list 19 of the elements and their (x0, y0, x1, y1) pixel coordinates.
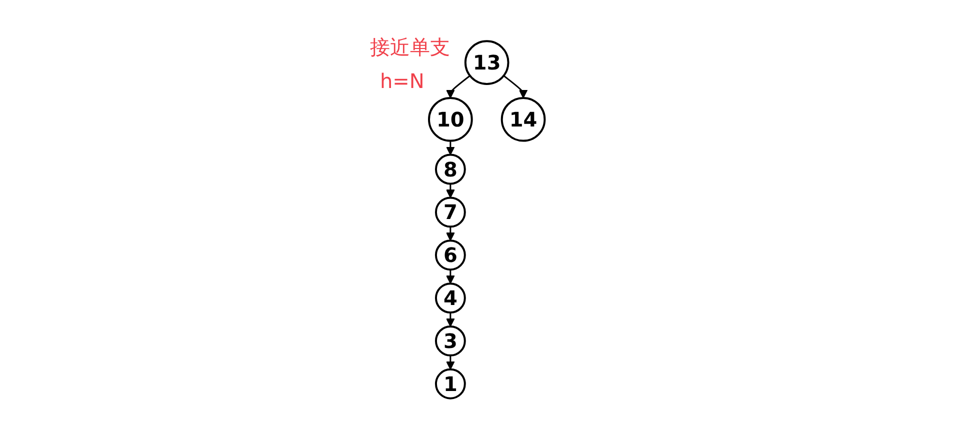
arrow (446, 184, 455, 198)
node-circle: 8 (435, 154, 466, 185)
arrow (446, 270, 455, 284)
node-circle: 13 (464, 40, 510, 85)
arrow (446, 226, 455, 242)
node-circle: 14 (501, 96, 546, 142)
arrow (446, 140, 455, 156)
annotation-text: h=N (379, 68, 426, 95)
arrow (503, 75, 528, 98)
node-circle: 1 (435, 368, 466, 400)
node-circle: 7 (435, 196, 466, 228)
node-circle: 10 (428, 96, 473, 142)
node-circle: 6 (435, 240, 466, 271)
node-circle: 4 (435, 282, 466, 314)
arrow (446, 312, 455, 327)
arrow (446, 355, 455, 370)
node-circle: 3 (435, 326, 466, 356)
arrow (446, 75, 471, 98)
annotation-text: 接近单支 (370, 34, 450, 61)
